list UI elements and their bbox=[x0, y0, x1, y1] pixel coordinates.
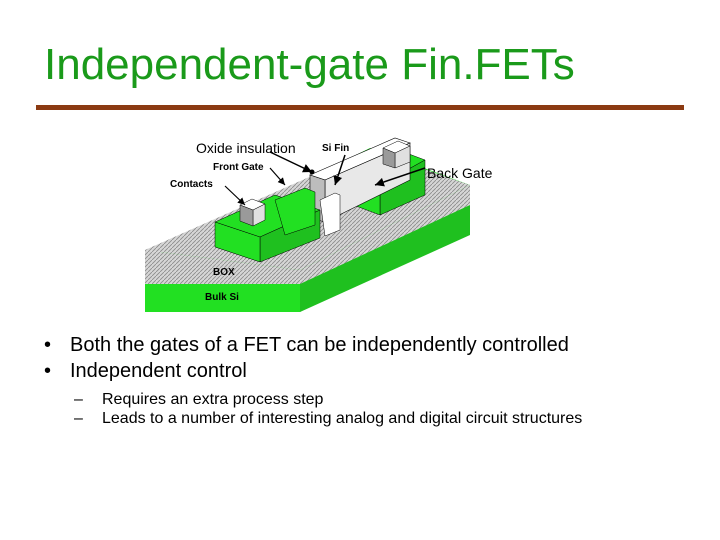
back-gate-leader-line bbox=[374, 167, 426, 187]
bullet-list: • Both the gates of a FET can be indepen… bbox=[44, 332, 704, 428]
sub-bullet-marker: – bbox=[74, 410, 83, 427]
title-underline bbox=[36, 105, 684, 110]
bulk-si-front bbox=[145, 282, 300, 312]
front-contact-side bbox=[239, 204, 254, 227]
label-bulk-si: Bulk Si bbox=[205, 292, 239, 303]
back-contact-side bbox=[382, 147, 396, 169]
box-layer-side bbox=[300, 185, 470, 284]
finfet-diagram: Oxide insulation Si Fin Front Gate Conta… bbox=[145, 137, 493, 312]
sub-bullet-marker: – bbox=[74, 391, 83, 408]
bullet-text: Independent control bbox=[70, 360, 247, 382]
sub-bullet-text: Leads to a number of interesting analog … bbox=[102, 410, 583, 427]
label-front-gate: Front Gate bbox=[213, 162, 264, 173]
front-gate-tab bbox=[274, 187, 316, 236]
bullet-marker: • bbox=[44, 334, 52, 356]
front-gate-left bbox=[214, 221, 261, 263]
sub-bullet-text: Requires an extra process step bbox=[102, 391, 324, 408]
label-back-gate: Back Gate bbox=[427, 165, 493, 181]
oxide-leader-line bbox=[269, 151, 313, 173]
slide-title: Independent-gate Fin.FETs bbox=[44, 40, 575, 89]
contacts-leader-line bbox=[224, 185, 246, 206]
bulk-si-side bbox=[300, 205, 470, 312]
label-box: BOX bbox=[213, 267, 235, 278]
label-si-fin: Si Fin bbox=[322, 143, 349, 154]
bullet-item: • Independent control bbox=[44, 358, 704, 384]
front-gate-leader-line bbox=[269, 167, 286, 186]
oxide-insulation-strip bbox=[319, 192, 341, 237]
label-oxide-insulation: Oxide insulation bbox=[196, 140, 296, 156]
box-layer-front bbox=[145, 250, 300, 284]
si-fin-leader-line bbox=[333, 154, 346, 186]
bullet-marker: • bbox=[44, 360, 52, 382]
bullet-text: Both the gates of a FET can be independe… bbox=[70, 334, 569, 356]
sub-bullet-item: – Leads to a number of interesting analo… bbox=[74, 409, 704, 428]
sub-bullet-list: – Requires an extra process step – Leads… bbox=[44, 390, 704, 428]
oxide-leader-dot bbox=[309, 169, 315, 175]
sub-bullet-item: – Requires an extra process step bbox=[74, 390, 704, 409]
bullet-item: • Both the gates of a FET can be indepen… bbox=[44, 332, 704, 358]
label-contacts: Contacts bbox=[170, 179, 213, 190]
